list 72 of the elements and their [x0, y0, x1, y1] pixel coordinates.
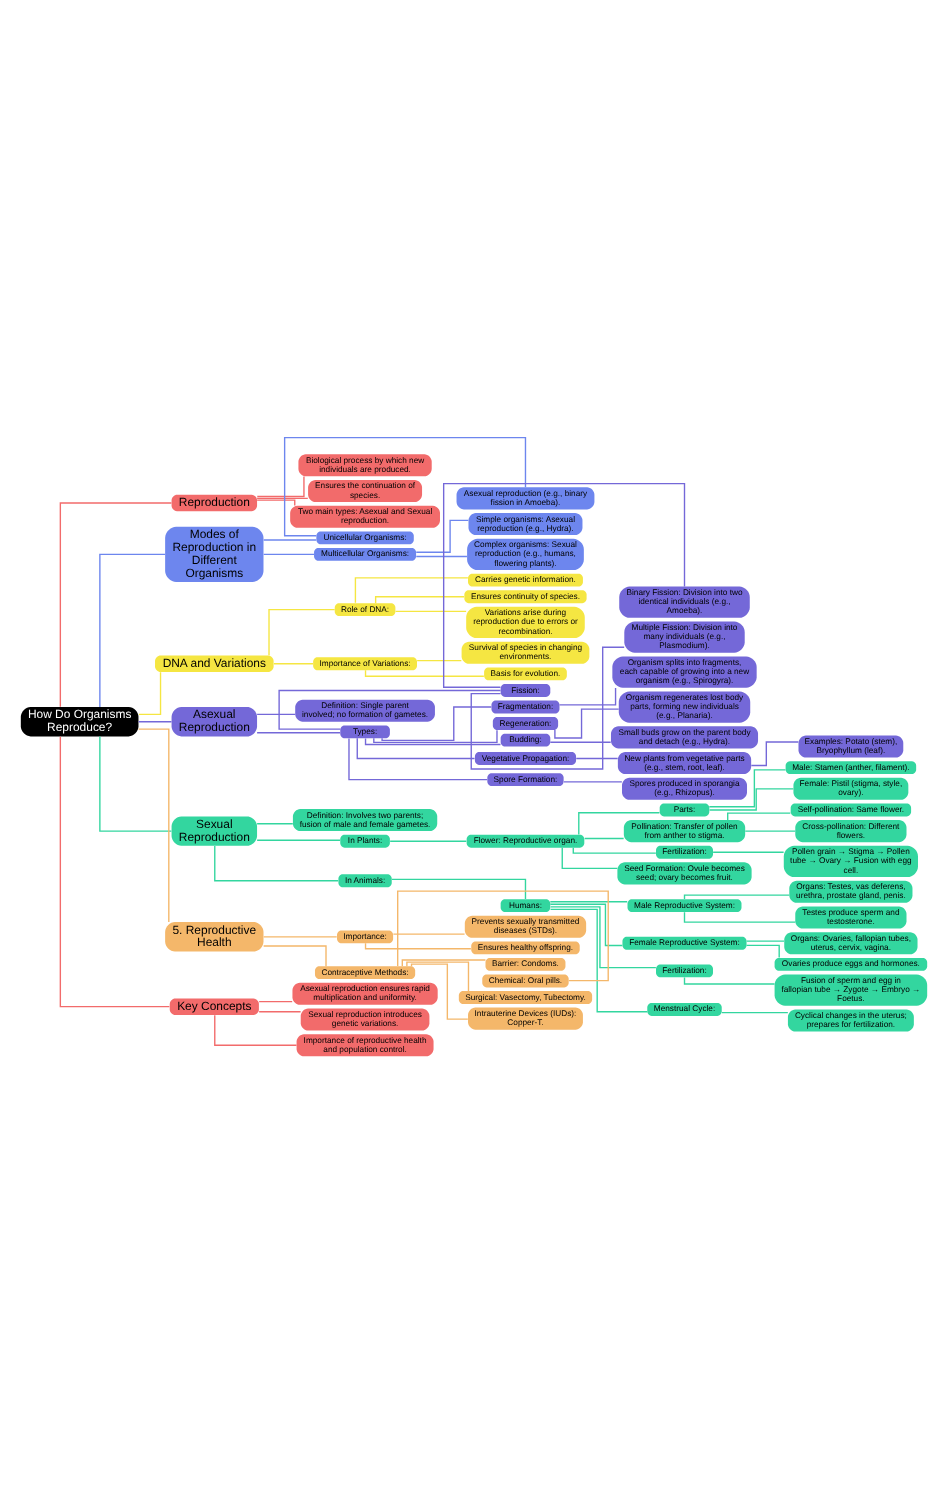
connector [708, 768, 787, 807]
connector [744, 829, 796, 831]
connector [256, 474, 305, 497]
connector [137, 727, 170, 922]
connector [683, 910, 796, 922]
connector [549, 902, 623, 946]
connector [268, 607, 336, 656]
connector [391, 877, 527, 899]
connector [256, 712, 296, 715]
connector [712, 850, 785, 852]
connector [708, 787, 795, 810]
connector [258, 1010, 302, 1012]
connector [563, 780, 623, 782]
connector [683, 893, 790, 899]
connector [549, 900, 628, 902]
connector [262, 944, 327, 966]
connector [549, 740, 612, 742]
connector [549, 907, 648, 1012]
connector [263, 538, 317, 540]
connector [258, 999, 293, 1002]
connector [256, 838, 341, 840]
connector [750, 740, 799, 766]
connector [214, 844, 339, 881]
connector [578, 811, 661, 835]
connector [575, 756, 619, 759]
connector [683, 975, 776, 984]
connector [99, 734, 173, 831]
connector [99, 552, 166, 707]
connector [394, 609, 467, 612]
connector [59, 501, 173, 707]
connector [256, 498, 296, 506]
connector [721, 1010, 789, 1013]
connector [354, 576, 469, 603]
connector [745, 943, 780, 958]
connector [561, 846, 618, 869]
connector [401, 958, 487, 966]
connector [138, 670, 162, 715]
connector [356, 736, 476, 759]
connector [273, 662, 314, 664]
connector [348, 736, 488, 780]
connector [443, 481, 686, 687]
connector [278, 688, 502, 729]
connector [550, 905, 657, 968]
connector [554, 707, 620, 738]
connector [392, 932, 466, 934]
connector [374, 595, 465, 603]
connector [746, 939, 785, 941]
connector [256, 731, 341, 733]
connector [406, 960, 470, 991]
connector [364, 668, 485, 676]
connector [256, 822, 294, 824]
connector [381, 705, 492, 741]
connector [415, 518, 470, 552]
connector [364, 941, 472, 949]
connector [138, 720, 173, 722]
connector [59, 734, 171, 1007]
connector [572, 846, 657, 853]
connector [416, 658, 462, 661]
connector [263, 552, 315, 555]
connector [214, 1013, 298, 1045]
connector [397, 889, 609, 981]
connector [364, 736, 502, 745]
connector [415, 554, 468, 557]
connector [389, 839, 467, 841]
connector [283, 436, 527, 536]
connector [256, 496, 309, 499]
connector [727, 811, 792, 820]
connector [263, 935, 338, 937]
connector [373, 728, 498, 743]
connector [584, 836, 625, 839]
connector [410, 962, 469, 1019]
connector [558, 686, 617, 705]
